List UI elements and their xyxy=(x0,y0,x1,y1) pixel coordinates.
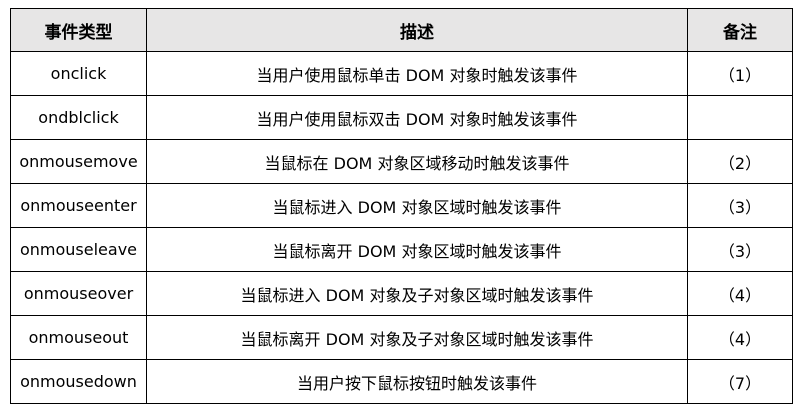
table-row: onmouseout 当鼠标离开 DOM 对象及子对象区域时触发该事件 （4） xyxy=(10,315,793,360)
header-row: 事件类型 描述 备注 xyxy=(10,8,793,52)
cell-event-type: onmousedown xyxy=(10,359,147,404)
header-note: 备注 xyxy=(687,8,793,52)
cell-description: 当鼠标进入 DOM 对象及子对象区域时触发该事件 xyxy=(146,271,688,316)
header-description: 描述 xyxy=(146,8,688,52)
cell-note: （4） xyxy=(687,315,793,360)
table-row: onmousedown 当用户按下鼠标按钮时触发该事件 （7） xyxy=(10,359,793,404)
cell-description: 当用户使用鼠标双击 DOM 对象时触发该事件 xyxy=(146,95,688,140)
cell-note: （2） xyxy=(687,139,793,184)
cell-event-type: ondblclick xyxy=(10,95,147,140)
cell-description: 当用户按下鼠标按钮时触发该事件 xyxy=(146,359,688,404)
cell-description: 当鼠标离开 DOM 对象区域时触发该事件 xyxy=(146,227,688,272)
cell-event-type: onmousemove xyxy=(10,139,147,184)
table-row: onmouseenter 当鼠标进入 DOM 对象区域时触发该事件 （3） xyxy=(10,183,793,228)
cell-note: （7） xyxy=(687,359,793,404)
cell-note: （4） xyxy=(687,271,793,316)
header-event-type: 事件类型 xyxy=(10,8,147,52)
cell-note: （1） xyxy=(687,51,793,96)
cell-event-type: onclick xyxy=(10,51,147,96)
table-row: onclick 当用户使用鼠标单击 DOM 对象时触发该事件 （1） xyxy=(10,51,793,96)
cell-description: 当鼠标离开 DOM 对象及子对象区域时触发该事件 xyxy=(146,315,688,360)
mouse-events-table: 事件类型 描述 备注 onclick 当用户使用鼠标单击 DOM 对象时触发该事… xyxy=(10,8,793,404)
cell-description: 当鼠标在 DOM 对象区域移动时触发该事件 xyxy=(146,139,688,184)
table-row: onmouseover 当鼠标进入 DOM 对象及子对象区域时触发该事件 （4） xyxy=(10,271,793,316)
table-row: onmousemove 当鼠标在 DOM 对象区域移动时触发该事件 （2） xyxy=(10,139,793,184)
cell-event-type: onmouseleave xyxy=(10,227,147,272)
cell-description: 当鼠标进入 DOM 对象区域时触发该事件 xyxy=(146,183,688,228)
cell-description: 当用户使用鼠标单击 DOM 对象时触发该事件 xyxy=(146,51,688,96)
table-container: 事件类型 描述 备注 onclick 当用户使用鼠标单击 DOM 对象时触发该事… xyxy=(10,8,793,404)
cell-event-type: onmouseout xyxy=(10,315,147,360)
cell-event-type: onmouseover xyxy=(10,271,147,316)
cell-note: （3） xyxy=(687,227,793,272)
table-row: onmouseleave 当鼠标离开 DOM 对象区域时触发该事件 （3） xyxy=(10,227,793,272)
cell-note xyxy=(687,95,793,140)
table-row: ondblclick 当用户使用鼠标双击 DOM 对象时触发该事件 xyxy=(10,95,793,140)
cell-note: （3） xyxy=(687,183,793,228)
cell-event-type: onmouseenter xyxy=(10,183,147,228)
table-body: onclick 当用户使用鼠标单击 DOM 对象时触发该事件 （1） ondbl… xyxy=(10,51,793,404)
table-header: 事件类型 描述 备注 xyxy=(10,8,793,52)
